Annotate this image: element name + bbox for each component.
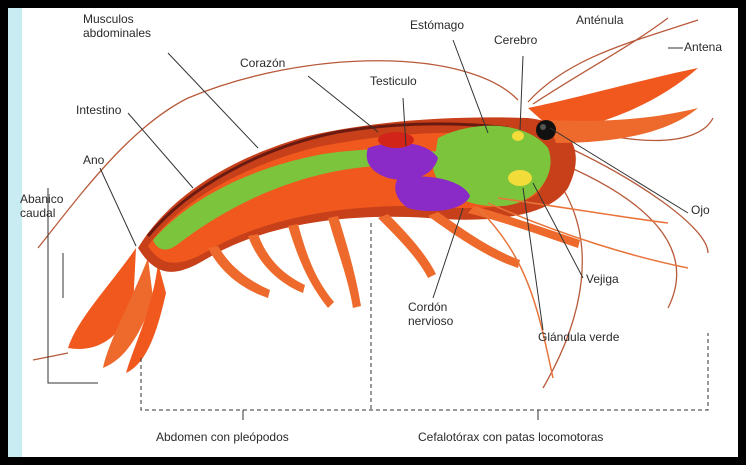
label-musculos: Musculos abdominales	[83, 12, 178, 40]
label-glandula: Glándula verde	[538, 330, 619, 344]
label-antenula: Anténula	[576, 13, 623, 27]
label-antena: Antena	[684, 40, 722, 54]
label-cordon: Cordón nervioso	[408, 300, 478, 328]
label-ojo: Ojo	[691, 203, 710, 217]
label-abdomen: Abdomen con pleópodos	[156, 430, 289, 444]
diagram-canvas: Musculos abdominales Intestino Ano Abani…	[8, 8, 738, 457]
tail-fan	[33, 248, 166, 373]
label-corazon: Corazón	[240, 56, 285, 70]
label-ano: Ano	[83, 153, 104, 167]
label-abanico: Abanico caudal	[20, 192, 80, 220]
label-estomago: Estómago	[410, 18, 464, 32]
label-cefalotorax: Cefalotórax con patas locomotoras	[418, 430, 603, 444]
label-intestino: Intestino	[76, 103, 121, 117]
label-testiculo: Testiculo	[370, 74, 417, 88]
label-cerebro: Cerebro	[494, 33, 537, 47]
shrimp-body	[138, 68, 698, 272]
label-vejiga: Vejiga	[586, 272, 619, 286]
